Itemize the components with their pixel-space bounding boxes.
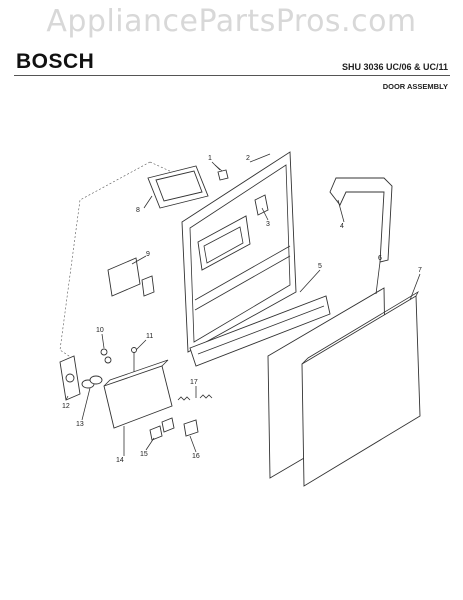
model-number: SHU 3036 UC/06 & UC/11 — [341, 62, 448, 72]
callout-14: 14 — [116, 457, 124, 464]
part-11-pin — [131, 347, 137, 372]
part-13-rings — [81, 375, 103, 389]
callout-5: 5 — [318, 263, 322, 270]
callout-15: 15 — [140, 451, 148, 458]
part-2-inner-door — [181, 151, 297, 353]
callout-11: 11 — [146, 333, 153, 340]
part-8-frame — [147, 165, 209, 209]
part-14-housing — [103, 359, 173, 429]
callout-7: 7 — [418, 267, 422, 274]
callout-1: 1 — [208, 155, 212, 162]
part-15-clips — [149, 417, 175, 441]
callout-12: 12 — [62, 403, 70, 410]
brand-logo: BOSCH — [16, 50, 95, 73]
part-3-latch — [254, 194, 269, 216]
section-title: DOOR ASSEMBLY — [382, 82, 448, 91]
callout-8: 8 — [136, 207, 140, 214]
part-7-outer-panel — [301, 290, 421, 487]
part-17-springs — [177, 394, 213, 401]
part-16-clip — [183, 419, 199, 437]
part-5-strip — [189, 295, 331, 367]
callout-labels: 1 2 3 4 5 6 7 8 9 10 11 12 13 14 15 16 1… — [62, 155, 422, 464]
callout-10: 10 — [96, 327, 104, 334]
header-rule — [14, 75, 450, 76]
callout-4: 4 — [340, 223, 344, 230]
callout-6: 6 — [378, 255, 382, 262]
callout-17: 17 — [190, 379, 198, 386]
leader-lines — [65, 153, 421, 456]
part-12-plate — [59, 355, 81, 401]
callout-13: 13 — [76, 421, 84, 428]
callout-9: 9 — [146, 251, 150, 258]
watermark: AppliancePartsPros.com — [46, 4, 417, 39]
part-4-bracket — [329, 177, 393, 263]
part-9-dispenser — [107, 257, 155, 297]
part-10-fasteners — [100, 348, 112, 364]
callout-16: 16 — [192, 453, 200, 460]
callout-2: 2 — [246, 155, 250, 162]
callout-3: 3 — [266, 221, 270, 228]
